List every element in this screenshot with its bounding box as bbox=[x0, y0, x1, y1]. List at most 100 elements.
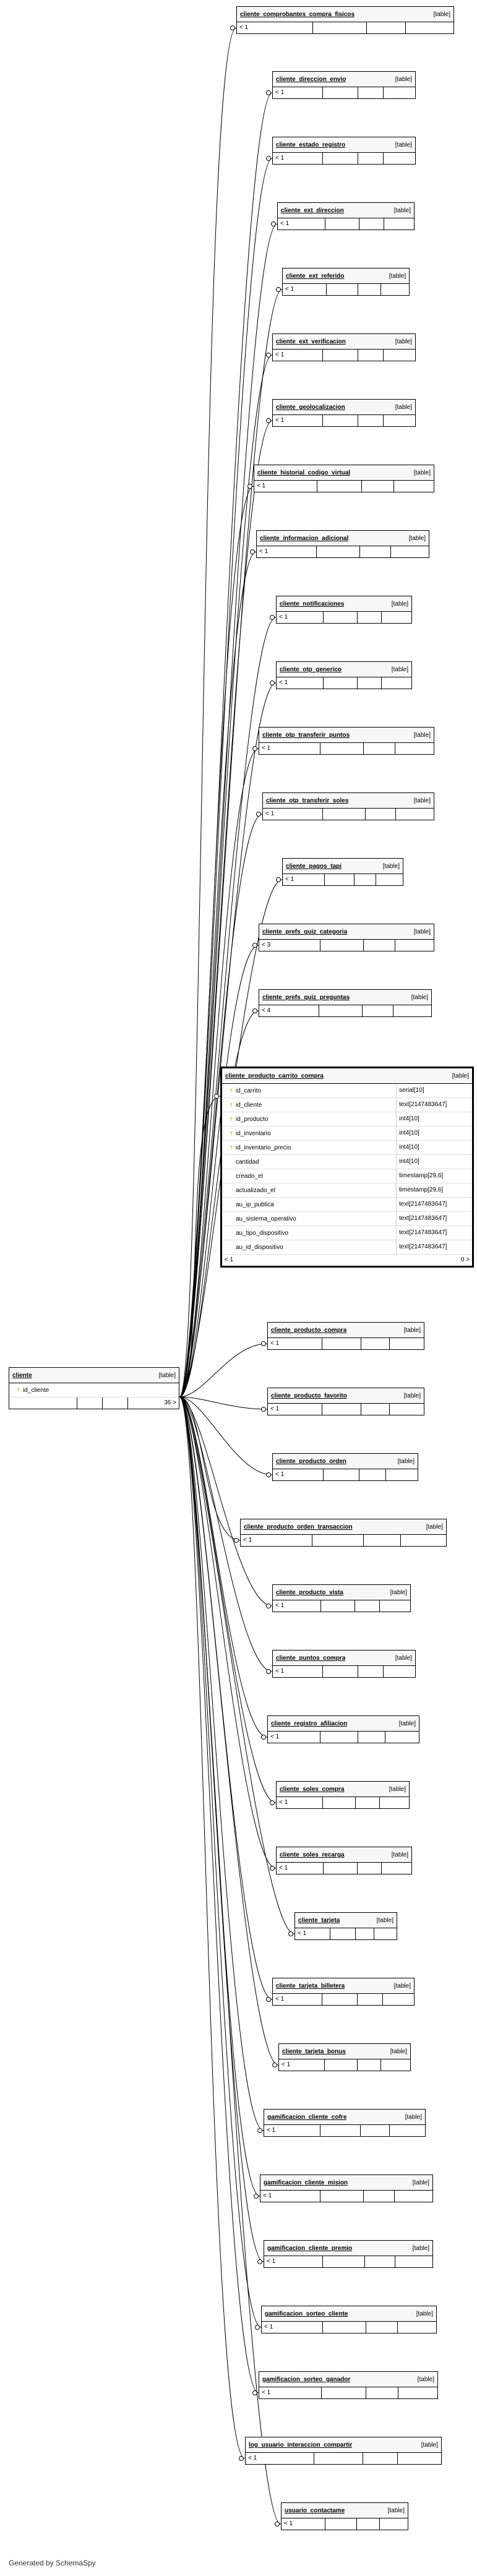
table-name[interactable]: cliente_prefs_quiz_preguntas bbox=[262, 994, 350, 1001]
table-name[interactable]: usuario_contactame bbox=[285, 2507, 345, 2514]
table-box[interactable]: cliente_direccion_envio[table]< 1 bbox=[272, 71, 416, 99]
table-name[interactable]: cliente bbox=[12, 1372, 32, 1379]
table-name[interactable]: cliente_otp_transferir_puntos bbox=[262, 731, 350, 739]
table-box[interactable]: cliente_prefs_quiz_preguntas[table]< 4 bbox=[259, 989, 432, 1017]
table-box[interactable]: cliente_producto_favorito[table]< 1 bbox=[267, 1388, 424, 1415]
table-box[interactable]: cliente_informacion_adicional[table]< 1 bbox=[256, 530, 429, 558]
table-name[interactable]: cliente_otp_generico bbox=[280, 666, 342, 673]
table-box[interactable]: cliente_historial_codigo_virtual[table]<… bbox=[254, 465, 434, 492]
table-name[interactable]: cliente_producto_favorito bbox=[271, 1392, 347, 1399]
table-box[interactable]: cliente_registro_afiliacion[table]< 1 bbox=[267, 1715, 419, 1743]
table-box[interactable]: cliente_tarjeta_billetera[table]< 1 bbox=[272, 1978, 415, 2006]
table-name[interactable]: gamificacion_cliente_cofre bbox=[267, 2113, 347, 2121]
table-name[interactable]: cliente_ext_direccion bbox=[281, 207, 344, 214]
table-box[interactable]: cliente_ext_direccion[table]< 1 bbox=[277, 202, 415, 230]
focus-table-box[interactable]: cliente_producto_carrito_compra [table] †i… bbox=[220, 1067, 474, 1268]
table-name[interactable]: cliente_producto_compra bbox=[271, 1326, 347, 1334]
table-box[interactable]: gamificacion_cliente_cofre[table]< 1 bbox=[264, 2109, 426, 2137]
table-box[interactable]: cliente_estado_registro[table]< 1 bbox=[272, 137, 416, 165]
table-box[interactable]: cliente_puntos_compra[table]< 1 bbox=[272, 1650, 416, 1678]
footer-cell bbox=[398, 2322, 436, 2333]
table-name[interactable]: cliente_tarjeta_billetera bbox=[276, 1982, 345, 1990]
link-end-circle bbox=[252, 746, 257, 751]
table-name[interactable]: cliente_producto_orden_transaccion bbox=[244, 1523, 353, 1531]
table-name[interactable]: cliente_notificaciones bbox=[280, 600, 345, 608]
table-name[interactable]: gamificacion_cliente_mision bbox=[264, 2179, 348, 2186]
table-name[interactable]: cliente_historial_codigo_virtual bbox=[257, 469, 351, 476]
table-type: [table] bbox=[421, 2441, 438, 2449]
table-name[interactable]: cliente_comprobantes_compra_fisicos bbox=[240, 11, 355, 18]
table-box[interactable]: cliente_otp_generico[table]< 1 bbox=[276, 661, 412, 689]
table-name[interactable]: cliente_informacion_adicional bbox=[260, 535, 349, 542]
table-box[interactable]: cliente_producto_vista[table]< 1 bbox=[272, 1584, 411, 1612]
table-name[interactable]: cliente_tarjeta bbox=[298, 1917, 340, 1924]
table-box[interactable]: cliente_pagos_tapi[table]< 1 bbox=[282, 858, 403, 886]
table-box[interactable]: usuario_contactame[table]< 1 bbox=[281, 2502, 408, 2530]
table-name[interactable]: cliente_producto_carrito_compra bbox=[225, 1072, 324, 1080]
table-box[interactable]: gamificacion_cliente_premio[table]< 1 bbox=[264, 2240, 433, 2268]
table-name[interactable]: cliente_producto_orden bbox=[276, 1458, 346, 1465]
table-name[interactable]: cliente_ext_verificacion bbox=[276, 338, 346, 345]
table-box[interactable]: cliente_producto_compra[table]< 1 bbox=[267, 1322, 424, 1350]
table-name[interactable]: cliente_prefs_quiz_categoria bbox=[262, 928, 348, 935]
table-name[interactable]: cliente_puntos_compra bbox=[276, 1654, 346, 1662]
table-name[interactable]: cliente_soles_recarga bbox=[280, 1851, 345, 1858]
table-box[interactable]: cliente_geolocalizacion[table]< 1 bbox=[272, 399, 416, 427]
table-box[interactable]: cliente_notificaciones[table]< 1 bbox=[276, 596, 412, 624]
table-name[interactable]: cliente_tarjeta_bonus bbox=[282, 2048, 346, 2055]
table-footer: < 1 bbox=[277, 612, 411, 623]
table-box[interactable]: cliente_ext_verificacion[table]< 1 bbox=[272, 333, 416, 361]
table-box[interactable]: cliente_producto_orden_transaccion[table… bbox=[240, 1519, 447, 1547]
footer-cell bbox=[358, 284, 382, 295]
table-type: [table] bbox=[405, 2113, 422, 2121]
table-name[interactable]: cliente_otp_transferir_soles bbox=[266, 797, 349, 804]
table-name[interactable]: cliente_direccion_envio bbox=[276, 75, 346, 83]
table-box[interactable]: gamificacion_sorteo_cliente[table]< 1 bbox=[261, 2306, 437, 2333]
table-name[interactable]: gamificacion_sorteo_ganador bbox=[262, 2376, 351, 2383]
relationship-line bbox=[179, 1010, 259, 1397]
table-name[interactable]: cliente_producto_vista bbox=[276, 1589, 343, 1596]
table-box[interactable]: cliente_soles_compra[table]< 1 bbox=[276, 1781, 410, 1809]
table-name[interactable]: cliente_ext_referido bbox=[286, 272, 345, 280]
table-box[interactable]: cliente_ext_referido[table]< 1 bbox=[282, 268, 410, 296]
table-name[interactable]: cliente_estado_registro bbox=[276, 141, 346, 148]
footer-cell bbox=[391, 546, 429, 557]
table-box[interactable]: gamificacion_cliente_mision[table]< 1 bbox=[260, 2175, 433, 2202]
table-box[interactable]: cliente_otp_transferir_soles[table]< 1 bbox=[262, 792, 434, 820]
table-box[interactable]: gamificacion_sorteo_ganador[table]< 1 bbox=[259, 2371, 438, 2399]
table-name[interactable]: cliente_soles_compra bbox=[280, 1785, 345, 1793]
table-box[interactable]: cliente_tarjeta[table]< 1 bbox=[294, 1912, 397, 1940]
table-name[interactable]: cliente_pagos_tapi bbox=[286, 862, 342, 870]
parent-count: < 1 bbox=[262, 2322, 323, 2333]
table-name[interactable]: gamificacion_sorteo_cliente bbox=[265, 2310, 348, 2317]
footer-cell bbox=[9, 1397, 77, 1409]
table-box[interactable]: cliente_comprobantes_compra_fisicos[tabl… bbox=[236, 6, 454, 34]
table-box[interactable]: cliente_soles_recarga[table]< 1 bbox=[276, 1847, 412, 1874]
table-type: [table] bbox=[452, 1072, 469, 1080]
column-row[interactable]: †id_cliente bbox=[9, 1383, 179, 1397]
table-name[interactable]: log_usuario_interaccion_compartir bbox=[249, 2441, 353, 2449]
table-footer: < 1 bbox=[273, 350, 415, 361]
table-box[interactable]: log_usuario_interaccion_compartir [table]… bbox=[245, 2437, 442, 2465]
table-name[interactable]: gamificacion_cliente_premio bbox=[267, 2244, 353, 2252]
table-box[interactable]: cliente_otp_transferir_puntos[table]< 1 bbox=[259, 727, 434, 755]
table-name[interactable]: cliente_geolocalizacion bbox=[276, 403, 345, 411]
table-box[interactable]: cliente_prefs_quiz_categoria[table]< 3 bbox=[259, 924, 434, 951]
table-box[interactable]: cliente_producto_orden[table]< 1 bbox=[272, 1453, 418, 1481]
table-box[interactable]: cliente_tarjeta_bonus[table]< 1 bbox=[278, 2043, 411, 2071]
footer-cell bbox=[323, 1666, 358, 1677]
table-name[interactable]: cliente_registro_afiliacion bbox=[271, 1720, 348, 1727]
